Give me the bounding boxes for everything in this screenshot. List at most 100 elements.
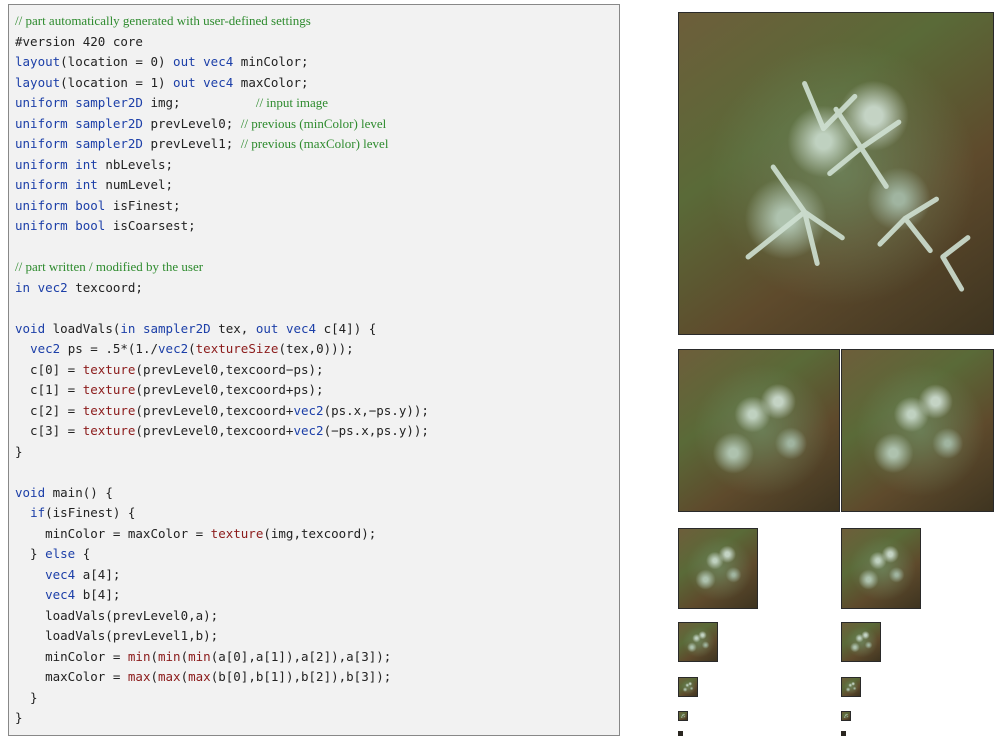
code-line: if(isFinest) { (15, 503, 135, 522)
code-function: min (158, 648, 181, 664)
code-line: loadVals(prevLevel1,b); (15, 626, 218, 645)
code-keyword: uniform sampler2D (15, 95, 143, 110)
code-text: ( (180, 648, 189, 664)
code-line: } else { (15, 544, 90, 563)
code-line: c[0] = texture(prevLevel0,texcoord−ps); (15, 360, 324, 379)
code-text: #version 420 core (15, 33, 143, 49)
code-line: maxColor = max(max(max(b[0],b[1]),b[2]),… (15, 667, 391, 686)
code-text: (prevLevel0,texcoord+ps); (135, 382, 324, 397)
code-line: uniform sampler2D img; // input image (15, 93, 328, 112)
code-text: minColor = maxColor = (15, 525, 211, 541)
code-comment: // input image (255, 95, 329, 110)
code-text: (−ps.x,ps.y)); (323, 423, 429, 438)
code-line: uniform sampler2D prevLevel1; // previou… (15, 134, 388, 153)
code-line: #version 420 core (15, 32, 143, 51)
code-comment: // previous (maxColor) level (240, 136, 389, 151)
code-keyword: else (45, 546, 76, 561)
code-text: (prevLevel0,texcoord+ (135, 423, 294, 438)
code-text: minColor; (233, 54, 309, 69)
pyramid-level-3-min (678, 622, 718, 662)
code-text: (b[0],b[1]),b[2]),b[3]); (210, 669, 392, 684)
code-text: a[4]; (75, 566, 121, 582)
code-text: } (15, 546, 46, 561)
code-line: } (15, 442, 23, 461)
code-function: textureSize (195, 341, 279, 356)
code-text: c[2] = (15, 402, 83, 418)
code-text (15, 341, 30, 356)
code-text: isCoarsest; (105, 218, 196, 233)
code-comment: // part automatically generated with use… (15, 13, 311, 28)
code-comment: // part written / modified by the user (15, 259, 204, 274)
code-text: c[0] = (15, 361, 83, 377)
code-line: layout(location = 1) out vec4 maxColor; (15, 73, 309, 92)
pyramid-level-2-min (678, 528, 758, 609)
code-line: // part automatically generated with use… (15, 11, 311, 30)
code-line: void main() { (15, 483, 113, 502)
code-text: texcoord; (67, 279, 143, 295)
code-line: vec4 b[4]; (15, 585, 120, 604)
code-text: isFinest; (105, 197, 181, 213)
pyramid-level-5-max (841, 711, 851, 721)
code-text: { (75, 546, 91, 561)
code-function: texture (210, 525, 264, 541)
code-text: prevLevel1; (142, 136, 241, 151)
code-function: max (188, 669, 211, 684)
code-function: texture (82, 402, 136, 418)
code-line: loadVals(prevLevel0,a); (15, 606, 218, 625)
code-keyword: out vec4 (255, 320, 317, 336)
shader-code-listing: // part automatically generated with use… (8, 4, 620, 736)
code-function: min (127, 648, 151, 664)
code-keyword: vec2 (293, 402, 324, 418)
code-function: max (158, 669, 181, 684)
code-keyword: uniform bool (15, 218, 106, 233)
code-keyword: if (30, 505, 46, 520)
pyramid-level-2-max (841, 528, 921, 609)
code-text: ( (188, 341, 196, 356)
code-text: (location = 1) (60, 74, 174, 90)
code-text (15, 567, 45, 582)
code-line: } (15, 688, 38, 707)
code-text: (tex,0))); (278, 341, 354, 356)
code-text: prevLevel0; (142, 115, 241, 131)
pyramid-level-5-min (678, 711, 688, 721)
code-keyword: vec2 (158, 341, 189, 356)
code-text: (ps.x,−ps.y)); (323, 402, 429, 418)
code-function: texture (82, 423, 136, 438)
code-line: layout(location = 0) out vec4 minColor; (15, 52, 309, 71)
code-line: uniform int numLevel; (15, 175, 173, 194)
code-keyword: out vec4 (173, 74, 234, 90)
code-line: vec4 a[4]; (15, 565, 120, 584)
code-line: void loadVals(in sampler2D tex, out vec4… (15, 319, 376, 338)
code-text: numLevel; (97, 177, 174, 192)
code-text: (a[0],a[1]),a[2]),a[3]); (210, 648, 392, 664)
code-line: in vec2 texcoord; (15, 278, 143, 297)
code-keyword: layout (15, 74, 61, 90)
code-line: uniform bool isFinest; (15, 196, 181, 215)
code-keyword: uniform sampler2D (15, 136, 143, 151)
code-line: c[3] = texture(prevLevel0,texcoord+vec2(… (15, 421, 429, 440)
code-text: nbLevels; (97, 156, 174, 172)
code-text: loadVals( (45, 320, 121, 336)
flower-photo-icon (745, 81, 971, 292)
code-text (15, 505, 30, 520)
code-keyword: void (15, 320, 46, 336)
code-text: loadVals(prevLevel1,b); (15, 628, 219, 643)
code-line: } (15, 708, 23, 727)
code-line: c[1] = texture(prevLevel0,texcoord+ps); (15, 380, 324, 399)
code-text: } (15, 710, 23, 725)
code-text: loadVals(prevLevel0,a); (15, 607, 219, 623)
code-keyword: in vec2 (15, 279, 68, 295)
code-keyword: vec2 (30, 341, 61, 356)
code-text: img; (142, 95, 256, 110)
code-text: maxColor = (15, 669, 128, 684)
code-text: c[4]) { (316, 320, 377, 336)
code-text: (isFinest) { (45, 505, 136, 520)
code-text: maxColor; (233, 74, 309, 90)
code-keyword: uniform bool (15, 197, 106, 213)
code-text: } (15, 689, 38, 705)
code-keyword: layout (15, 54, 61, 69)
pyramid-level-1-min (678, 349, 840, 512)
code-text: (prevLevel0,texcoord+ (135, 402, 294, 418)
code-keyword: out vec4 (173, 54, 234, 69)
pyramid-level-4-min (678, 677, 698, 697)
